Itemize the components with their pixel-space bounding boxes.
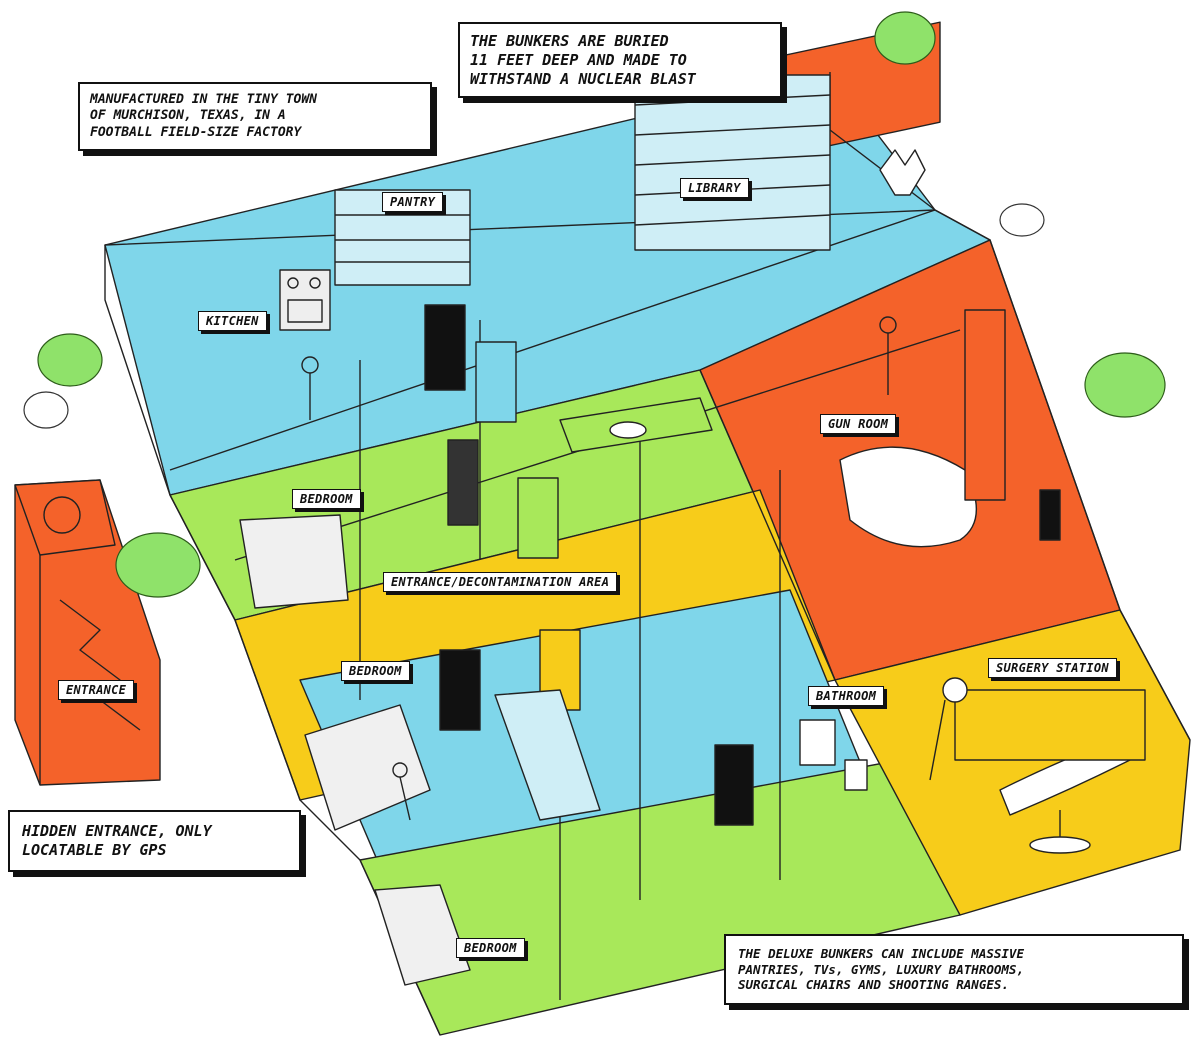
callout-bunker-depth: THE BUNKERS ARE BURIED 11 FEET DEEP AND … — [458, 22, 782, 99]
label-bathroom: BATHROOM — [808, 686, 885, 706]
bear-rug-icon — [839, 446, 977, 548]
callout-manufactured: MANUFACTURED IN THE TINY TOWN OF MURCHIS… — [78, 82, 432, 151]
library-shelves — [634, 74, 831, 251]
person-icon — [301, 316, 897, 821]
deer-head-icon — [879, 149, 926, 196]
label-bedroom-3: BEDROOM — [456, 938, 525, 958]
yellow-floor-surgery — [834, 609, 1191, 916]
target-icon — [1039, 489, 1061, 541]
label-surgery-station: SURGERY STATION — [988, 658, 1117, 678]
callout-hidden-entrance: HIDDEN ENTRANCE, ONLY LOCATABLE BY GPS — [8, 810, 301, 872]
bed-1 — [239, 514, 349, 609]
callout-deluxe: THE DELUXE BUNKERS CAN INCLUDE MASSIVE P… — [724, 934, 1184, 1005]
label-kitchen: KITCHEN — [198, 311, 267, 331]
sink — [799, 719, 836, 766]
label-entrance: ENTRANCE — [58, 680, 135, 700]
label-bedroom-1: BEDROOM — [292, 489, 361, 509]
pantry-door — [424, 304, 466, 391]
bedroom2-door — [439, 649, 481, 731]
sofa — [494, 689, 601, 821]
lamp-icon — [942, 677, 968, 703]
bed-2 — [304, 704, 431, 831]
label-entrance-decon: ENTRANCE/DECONTAMINATION AREA — [383, 572, 618, 592]
surgery-cabinets — [954, 689, 1146, 761]
hatch-icon — [14, 479, 116, 556]
label-library: LIBRARY — [680, 178, 749, 198]
toilet — [844, 759, 868, 791]
label-gun-room: GUN ROOM — [820, 414, 897, 434]
bathroom-door — [714, 744, 754, 826]
label-pantry: PANTRY — [382, 192, 444, 212]
label-bedroom-2: BEDROOM — [341, 661, 410, 681]
bed-3 — [374, 884, 471, 986]
tv — [447, 439, 479, 526]
shrub-icon — [37, 11, 1166, 598]
sheep-icon — [23, 203, 1045, 429]
rifle-rack — [964, 309, 1006, 501]
